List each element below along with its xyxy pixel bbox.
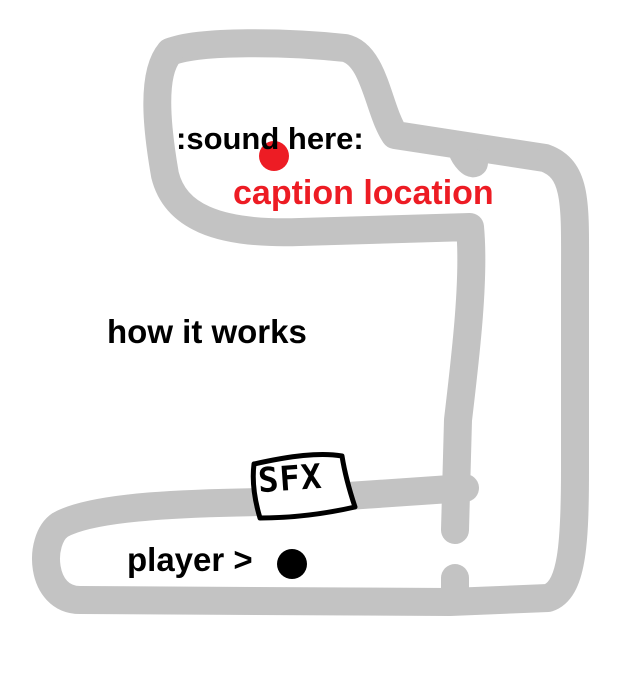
caption-location-label: caption location — [233, 174, 494, 212]
track — [32, 29, 590, 616]
track-bump — [448, 136, 488, 177]
sfx-box — [250, 451, 358, 521]
player-label: player > — [127, 541, 253, 578]
track-outer — [32, 29, 590, 616]
sound-source-dot — [259, 141, 289, 171]
track-inner — [143, 38, 486, 544]
how-it-works-label: how it works — [107, 313, 307, 350]
sound-here-label: :sound here: — [176, 121, 364, 156]
sfx-label: SFX — [256, 456, 324, 502]
player-dot — [277, 549, 307, 579]
